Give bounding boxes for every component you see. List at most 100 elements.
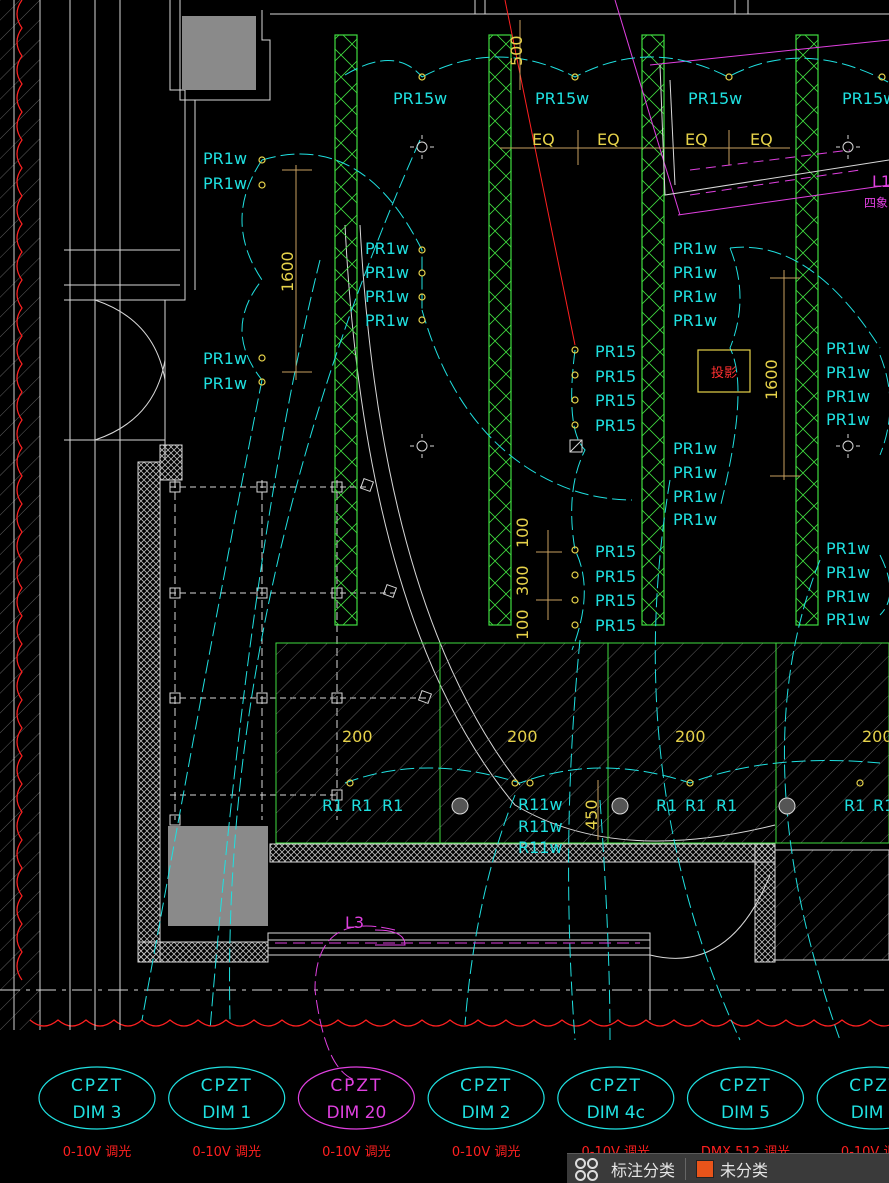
circuit-tag-line1: CPZT (719, 1076, 771, 1096)
label-pr1w: PR1w (673, 487, 717, 506)
projector-label: 投影 (711, 365, 737, 381)
label-pr1w: PR1w (365, 239, 409, 258)
dim-1600: 1600 (762, 359, 781, 400)
circuit-tag-ellipse (557, 1066, 675, 1130)
circuit-tag-note: 0-10V 调光 (192, 1145, 261, 1160)
stage-platform (275, 642, 889, 844)
truss-2 (488, 34, 512, 626)
label-r11w: R11w (518, 817, 563, 836)
label-pr1w: PR1w (673, 439, 717, 458)
label-pr15w: PR15w (842, 89, 889, 108)
label-pr15: PR15 (595, 567, 636, 586)
label-pr1w: PR1w (826, 410, 870, 429)
crosshatch-wall (137, 444, 889, 963)
circuit-tag-line2: DIM 20 (326, 1103, 386, 1123)
circuit-tag-line2: DIM 5 (721, 1103, 770, 1123)
truss-1 (334, 34, 358, 626)
label-l3: L3 (345, 913, 364, 932)
magenta-guide-line (614, 0, 681, 216)
label-pr15w: PR15w (393, 89, 447, 108)
label-r11w: R11w (518, 795, 563, 814)
lighting-truss-group (334, 34, 819, 626)
dim-eq: EQ (750, 130, 773, 149)
dimension-texts: 500 EQ EQ EQ EQ 1600 1600 100 300 100 20… (278, 35, 889, 830)
dim-500: 500 (507, 35, 526, 66)
circuit-tag-line1: CPZT (590, 1076, 642, 1096)
label-pr1w: PR1w (203, 374, 247, 393)
truss-3 (641, 34, 665, 626)
magenta-region-top-right (649, 39, 889, 216)
fixture-text-labels: PR15w PR15w PR15w PR15w PR1w PR1w PR1w P… (203, 89, 889, 857)
layer-filter-bar[interactable]: 标注分类 未分类 (567, 1153, 889, 1183)
label-pr1w: PR1w (673, 239, 717, 258)
fixture-symbols (258, 73, 886, 787)
circuit-tag-line2: DIM 2 (462, 1103, 511, 1123)
label-pr15: PR15 (595, 342, 636, 361)
annotation-category-label[interactable]: 标注分类 (611, 1160, 676, 1180)
circuit-tag-ellipse (816, 1066, 889, 1130)
label-magenta-cn: 四象 (864, 196, 888, 210)
label-r11w: R11w (518, 838, 563, 857)
white-ramp-top-right (659, 64, 889, 196)
circuit-tag-line1: CPZT (201, 1076, 253, 1096)
truss-4 (795, 34, 819, 626)
dim-200: 200 (507, 727, 538, 746)
label-pr1w: PR1w (365, 311, 409, 330)
label-r1: R1 (351, 796, 372, 815)
label-pr15w: PR15w (535, 89, 589, 108)
downlight-symbols (410, 135, 860, 815)
circuit-tag-ellipse (297, 1066, 415, 1130)
circuit-tag[interactable]: CPZT DIM 1 0-10V 调光 (168, 1066, 286, 1160)
label-r1: R1 (844, 796, 865, 815)
label-r1: R1 (873, 796, 889, 815)
label-pr15: PR15 (595, 391, 636, 410)
dim-eq: EQ (532, 130, 555, 149)
dim-eq: EQ (685, 130, 708, 149)
dim-200: 200 (342, 727, 373, 746)
dim-450: 450 (582, 799, 601, 830)
circuit-tag-line2: DIM 4c (587, 1103, 645, 1123)
dim-300: 300 (513, 565, 532, 596)
window-bottom (267, 874, 771, 1020)
red-guide-line (504, 0, 576, 346)
grid-icon[interactable] (575, 1157, 601, 1181)
magenta-circuit (314, 925, 396, 1081)
label-pr15: PR15 (595, 591, 636, 610)
left-wall-hatch (0, 0, 41, 1030)
dim-100: 100 (513, 517, 532, 548)
circuit-tag-note: 0-10V 调光 (322, 1145, 391, 1160)
label-pr1w: PR1w (826, 363, 870, 382)
uncategorized-label[interactable]: 未分类 (720, 1160, 769, 1180)
label-r1: R1 (382, 796, 403, 815)
label-pr1w: PR1w (673, 311, 717, 330)
label-pr1w: PR1w (365, 263, 409, 282)
circuit-tag-ellipse (427, 1066, 545, 1130)
label-pr15w: PR15w (688, 89, 742, 108)
label-pr15: PR15 (595, 616, 636, 635)
label-pr1w: PR1w (673, 510, 717, 529)
label-pr1w: PR1w (203, 349, 247, 368)
circuit-tag-ellipse (38, 1066, 156, 1130)
dim-1600: 1600 (278, 251, 297, 292)
circuit-tag-line1: CPZT (460, 1076, 512, 1096)
separator (685, 1157, 687, 1180)
column-bottom (168, 826, 268, 926)
label-pr15: PR15 (595, 367, 636, 386)
l3-leader (374, 929, 406, 946)
dim-100: 100 (513, 609, 532, 640)
dim-200: 200 (862, 727, 889, 746)
architectural-walls (0, 0, 889, 1030)
projector[interactable]: 投影 (697, 349, 751, 393)
label-l1: L1 (872, 172, 889, 191)
circuit-tag-line2: DIM 3 (73, 1103, 122, 1123)
label-r1: R1 (656, 796, 677, 815)
circuit-tag-line2: DIM 1 (202, 1103, 251, 1123)
